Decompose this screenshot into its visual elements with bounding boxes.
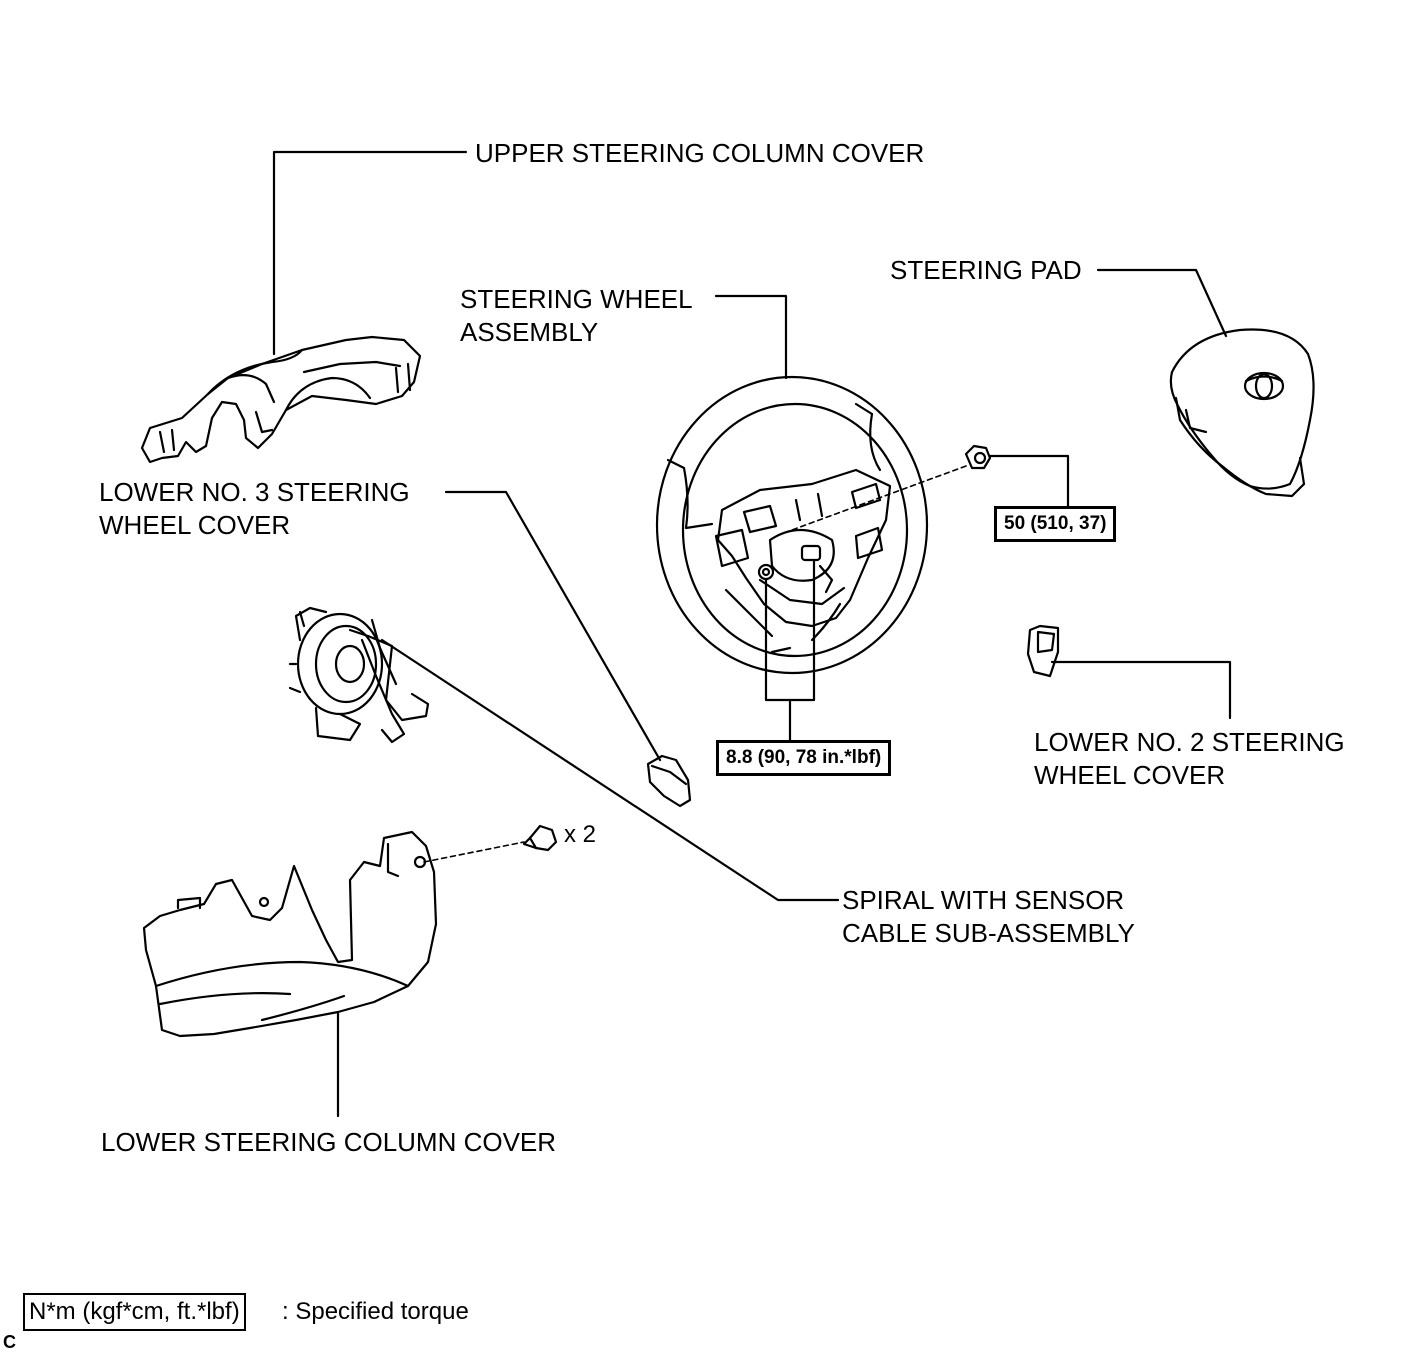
lower-column-cover-drawing: [142, 830, 438, 1038]
lower-no3-cover-drawing: [646, 754, 692, 808]
leader-lower-no3: [444, 490, 662, 762]
torque-bolts: 8.8 (90, 78 in.*lbf): [716, 740, 892, 776]
label-lower-no3-cover-line2: WHEEL COVER: [99, 510, 291, 540]
label-lower-no3-cover-line1: LOWER NO. 3 STEERING: [99, 477, 410, 507]
label-steering-wheel-assembly-line2: ASSEMBLY: [460, 317, 599, 347]
spiral-cable-drawing: [288, 606, 430, 744]
leader-steering-pad: [1096, 268, 1228, 338]
figure-code: C: [3, 1332, 16, 1352]
label-spiral-line2: CABLE SUB-ASSEMBLY: [842, 918, 1135, 948]
label-lower-steering-column-cover: LOWER STEERING COLUMN COVER: [101, 1127, 557, 1157]
label-lower-no2-cover-line2: WHEEL COVER: [1034, 760, 1226, 790]
label-lower-no2-cover-line1: LOWER NO. 2 STEERING: [1034, 727, 1345, 757]
label-upper-steering-column-cover: UPPER STEERING COLUMN COVER: [475, 138, 925, 168]
screw-drawing: [522, 824, 558, 852]
steering-pad-drawing: [1169, 328, 1315, 498]
torque-nut: 50 (510, 37): [994, 506, 1117, 542]
screw-quantity: x 2: [564, 821, 597, 848]
legend-torque-box: N*m (kgf*cm, ft.*lbf): [23, 1293, 246, 1331]
leader-upper-cover: [272, 150, 468, 356]
leader-lower-no2: [1050, 660, 1232, 720]
upper-column-cover-drawing: [140, 335, 422, 464]
leader-steering-wheel: [714, 294, 788, 380]
nut-axis-dashed: [791, 465, 967, 531]
lower-no2-cover-drawing: [1026, 624, 1060, 678]
label-steering-wheel-assembly-line1: STEERING WHEEL: [460, 284, 693, 314]
screw-axis-dashed: [423, 841, 525, 863]
label-spiral-line1: SPIRAL WITH SENSOR: [842, 885, 1125, 915]
legend-torque-text: : Specified torque: [282, 1298, 469, 1325]
leader-nut: [988, 454, 1070, 512]
label-steering-pad: STEERING PAD: [890, 255, 1082, 285]
leader-spiral: [380, 638, 840, 902]
steering-wheel-drawing: [655, 375, 929, 675]
nut-drawing: [964, 444, 992, 470]
